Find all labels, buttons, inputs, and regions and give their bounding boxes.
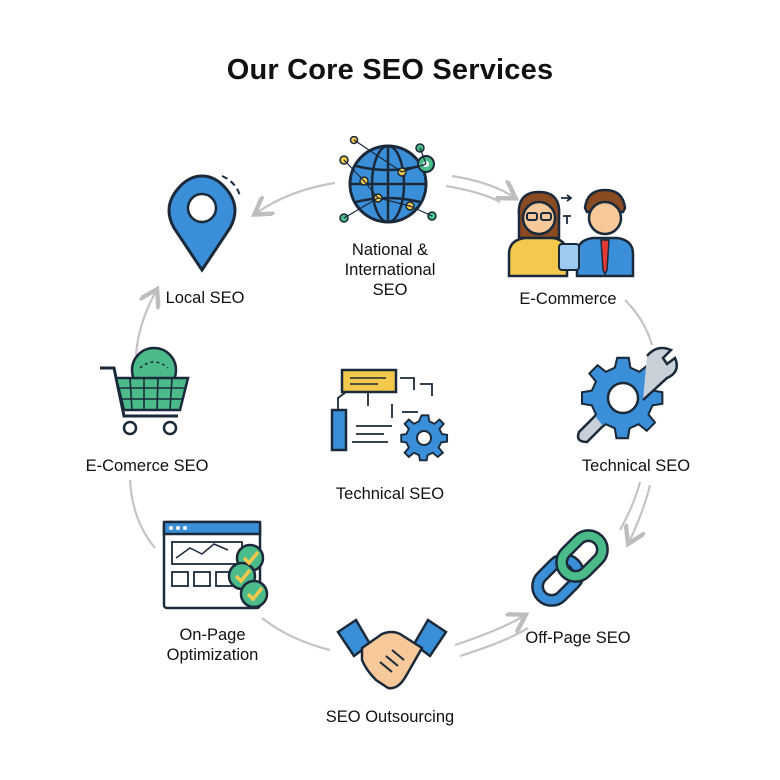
service-seo-outsourcing bbox=[336, 618, 448, 698]
chain-link-icon bbox=[531, 529, 609, 607]
service-label: Technical SEO bbox=[581, 457, 691, 475]
service-label: Local SEO bbox=[165, 289, 245, 307]
globe-network-icon bbox=[339, 136, 437, 224]
service-e-comerce-seo bbox=[100, 344, 196, 440]
service-label: Off-Page SEO bbox=[525, 629, 631, 647]
service-off-page-seo bbox=[522, 520, 618, 616]
service-label: E-Commerce bbox=[519, 290, 617, 308]
page-title: Our Core SEO Services bbox=[226, 54, 554, 86]
flowchart-gear-icon bbox=[330, 368, 449, 462]
center-technical-seo bbox=[328, 366, 452, 466]
service-technical-seo bbox=[573, 344, 685, 448]
webpage-checklist-icon bbox=[162, 520, 269, 610]
gear-wrench-icon bbox=[576, 346, 678, 444]
shopping-cart-globe-icon bbox=[100, 346, 190, 436]
service-label: National & International SEO bbox=[344, 241, 436, 299]
center-label: Technical SEO bbox=[335, 485, 445, 503]
map-pin-icon bbox=[167, 174, 241, 273]
service-national-international bbox=[332, 136, 444, 232]
handshake-icon bbox=[336, 618, 448, 690]
service-label: On-Page Optimization bbox=[166, 626, 259, 664]
business-people-icon bbox=[507, 188, 635, 278]
service-e-commerce bbox=[505, 186, 635, 278]
service-local-seo bbox=[160, 170, 250, 278]
service-on-page-optimization bbox=[162, 518, 274, 614]
service-label: SEO Outsourcing bbox=[325, 708, 455, 726]
service-label: E-Comerce SEO bbox=[85, 457, 209, 475]
